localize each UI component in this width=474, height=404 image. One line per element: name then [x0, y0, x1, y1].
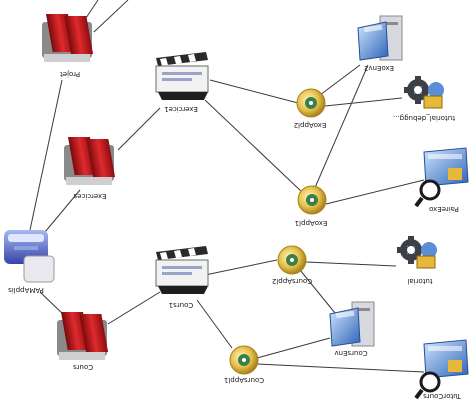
node-exoappl1[interactable] [297, 185, 327, 215]
node-tutorcours[interactable] [414, 339, 469, 400]
edge-cours-cours1 [107, 291, 161, 325]
label-cours: Cours [73, 363, 93, 371]
gear-bug-icon [404, 76, 444, 109]
magnifier-window-icon [414, 147, 469, 208]
gold-disc-icon [277, 245, 307, 275]
node-tutorial[interactable] [397, 236, 437, 269]
gold-disc-icon [296, 88, 326, 118]
node-racine[interactable] [4, 230, 55, 283]
edge-exoappl2-exoenv2 [319, 64, 361, 96]
clapperboard-icon [155, 246, 209, 294]
edge-racine-cours [39, 291, 66, 317]
edge-exoappl1-exoenv2 [313, 64, 369, 191]
edge-exercice1-exoappl2 [209, 79, 299, 104]
gold-disc-icon [229, 345, 259, 375]
gold-disc-icon [297, 185, 327, 215]
node-coursappl2[interactable] [277, 245, 307, 275]
edge-racine-exercices [44, 189, 81, 233]
label-projet: Projet [60, 70, 80, 78]
node-exoappl2[interactable] [296, 88, 326, 118]
edge-exercice1-exoappl1 [204, 99, 304, 194]
label-racine: PAMApplis [8, 286, 44, 294]
label-exoappl1: ExoAppl1 [295, 219, 328, 227]
node-cours[interactable] [57, 312, 109, 360]
red-binder-icon [42, 14, 94, 62]
edge-coursappl2-coursenv [299, 269, 336, 314]
label-coursappl2: CoursAppl2 [272, 277, 312, 285]
scanner-device-icon [4, 230, 55, 283]
label-exercices: Exercices [73, 192, 106, 200]
computer-window-icon [329, 301, 375, 347]
edge-exoappl2-tutorial-debugg [324, 97, 403, 107]
edge-coursappl2-tutorial [305, 261, 397, 267]
node-exercice1[interactable] [155, 52, 209, 100]
label-exoenv2: ExoEnv2 [364, 64, 394, 72]
node-coursenv[interactable] [329, 301, 375, 347]
node-cours1[interactable] [155, 246, 209, 294]
edge-racine-projet [29, 79, 63, 231]
label-exoappl2: ExoAppl2 [294, 121, 327, 129]
node-projet[interactable] [42, 14, 94, 62]
label-tutorcours: TutorCours [423, 392, 462, 400]
label-coursenv: CoursEnv [334, 349, 367, 357]
label-tutorial: tutorial [407, 277, 432, 285]
edge-projet-offscreen-2 [93, 0, 129, 33]
label-paireexo: PaireExo [429, 205, 459, 213]
label-cours1: Cours1 [169, 301, 194, 309]
computer-window-icon [357, 15, 403, 61]
node-tutorial-debugg[interactable] [404, 76, 444, 109]
red-binder-icon [64, 137, 116, 185]
node-exercices[interactable] [64, 137, 116, 185]
red-binder-icon [57, 312, 109, 360]
label-coursappl1: CoursAppl1 [224, 376, 264, 384]
node-exoenv2[interactable] [357, 15, 403, 61]
clapperboard-icon [155, 52, 209, 100]
node-paireexo[interactable] [414, 147, 469, 208]
edge-cours1-coursappl1 [196, 299, 233, 349]
edge-cours1-coursappl2 [204, 259, 278, 276]
magnifier-window-icon [414, 339, 469, 400]
edges [29, 0, 425, 373]
gear-bug-icon [397, 236, 437, 269]
label-tutorial-debugg: tutorial_debugg... [393, 114, 455, 122]
edge-exoappl1-paireexo [325, 179, 425, 205]
edge-coursappl1-tutorcours [256, 363, 425, 373]
node-coursappl1[interactable] [229, 345, 259, 375]
label-exercice1: Exercice1 [164, 105, 198, 113]
edge-exercices-exercice1 [117, 107, 161, 151]
edge-coursappl1-coursenv [256, 337, 331, 359]
